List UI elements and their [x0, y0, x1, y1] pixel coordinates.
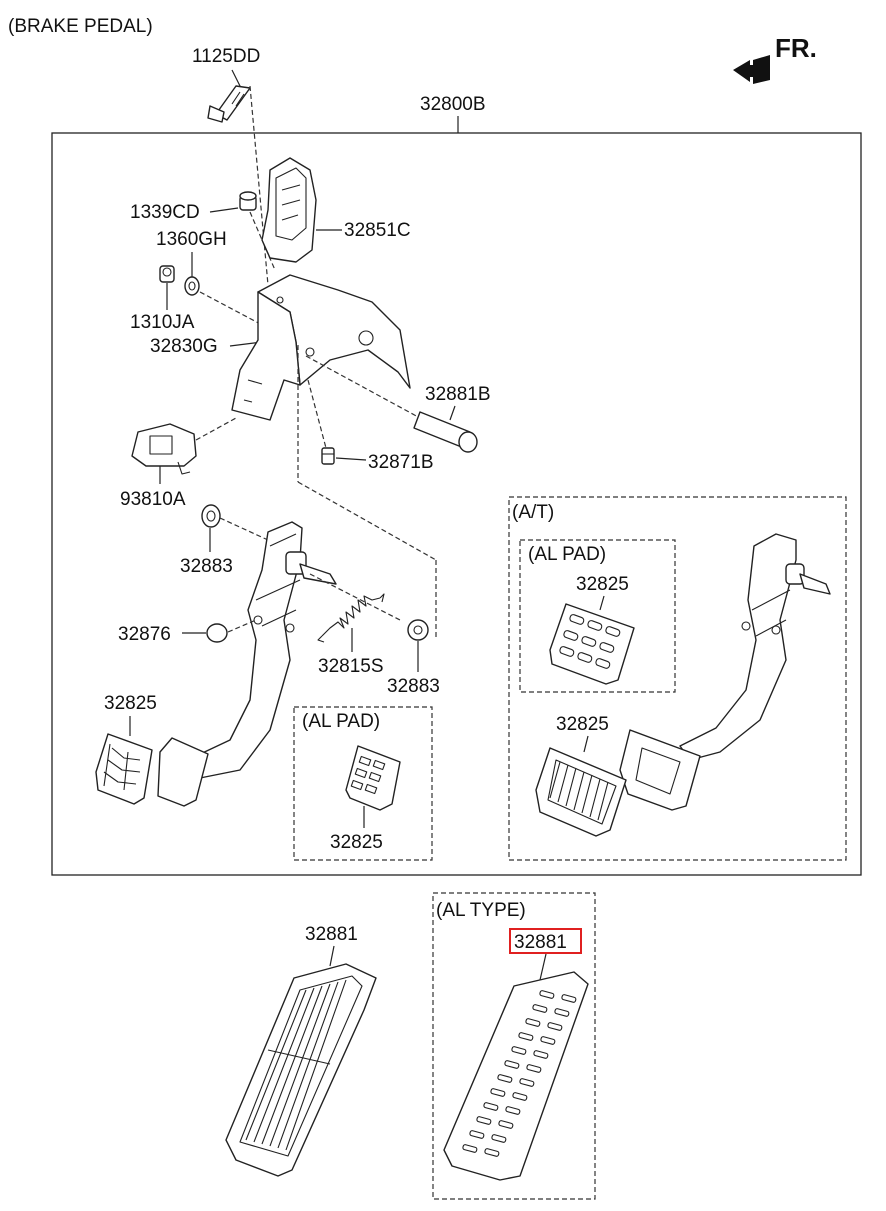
label-1310JA[interactable]: 1310JA	[130, 312, 195, 333]
al-slot	[532, 1004, 548, 1013]
al-slot	[519, 1078, 535, 1087]
al-slot	[504, 1060, 520, 1069]
label-32851C[interactable]: 32851C	[344, 220, 411, 241]
label-32883-top[interactable]: 32883	[180, 556, 233, 577]
al-pad-32825-left-icon	[345, 745, 401, 811]
assembly-frame	[51, 132, 862, 876]
al-slot	[498, 1120, 514, 1129]
bushing-32883-top-icon	[201, 504, 221, 528]
label-32883-right[interactable]: 32883	[387, 676, 440, 697]
al-slot	[533, 1050, 549, 1059]
bushing-32883-right-icon	[407, 619, 429, 641]
washer-1360GH-icon	[184, 276, 200, 296]
label-32881[interactable]: 32881	[305, 924, 358, 945]
accelerator-pad-32881-icon	[225, 963, 377, 1177]
nut-1339CD-icon	[239, 191, 257, 211]
label-32881-al-type[interactable]: 32881	[514, 932, 567, 953]
group-al-type	[432, 892, 596, 1200]
al-slot	[490, 1088, 506, 1097]
stopper-32876-icon	[206, 623, 228, 643]
nut-1310JA-icon	[159, 265, 175, 283]
group-at	[508, 496, 847, 861]
al-slot	[484, 1148, 500, 1157]
pin-32881B-icon	[413, 411, 478, 453]
group-al-pad-at	[519, 539, 676, 693]
diagram-title: (BRAKE PEDAL)	[8, 16, 153, 37]
group-label-al-type: (AL TYPE)	[436, 900, 526, 921]
group-al-pad-left	[293, 706, 433, 861]
label-32825-at[interactable]: 32825	[556, 714, 609, 735]
al-slot-pattern	[462, 990, 577, 1157]
bolt-1125DD-icon	[207, 85, 251, 123]
label-32825-at-al[interactable]: 32825	[576, 574, 629, 595]
label-32815S[interactable]: 32815S	[318, 656, 384, 677]
label-32871B[interactable]: 32871B	[368, 452, 434, 473]
label-93810A[interactable]: 93810A	[120, 489, 186, 510]
al-slot	[512, 1092, 528, 1101]
al-slot	[554, 1008, 570, 1017]
al-slot	[526, 1064, 542, 1073]
brake-pedal-pad-icon	[157, 737, 209, 807]
label-32830G[interactable]: 32830G	[150, 336, 218, 357]
al-slot	[540, 1036, 556, 1045]
label-32876[interactable]: 32876	[118, 624, 171, 645]
bolt-32871B-icon	[321, 447, 335, 465]
switch-93810A-icon	[131, 423, 197, 475]
accelerator-pad-32881-al-icon	[443, 971, 589, 1181]
cover-32851C-icon	[261, 157, 317, 263]
al-slot	[469, 1130, 485, 1139]
al-pad-32825-at-icon	[549, 603, 635, 685]
label-1339CD[interactable]: 1339CD	[130, 202, 200, 223]
label-1360GH[interactable]: 1360GH	[156, 229, 227, 250]
group-label-al-pad-left: (AL PAD)	[302, 711, 380, 732]
label-32800B[interactable]: 32800B	[420, 94, 486, 115]
bracket-32830G-icon	[231, 274, 411, 421]
group-label-at: (A/T)	[512, 502, 554, 523]
label-32825-al-left[interactable]: 32825	[330, 832, 383, 853]
label-32825-left[interactable]: 32825	[104, 693, 157, 714]
label-1125DD[interactable]: 1125DD	[192, 46, 260, 67]
al-slot	[539, 990, 555, 999]
al-slot	[518, 1032, 534, 1041]
brake-pad-32825-at-icon	[535, 747, 627, 837]
al-slot	[511, 1046, 527, 1055]
label-32881B[interactable]: 32881B	[425, 384, 491, 405]
at-pedal-pad-icon	[619, 729, 701, 811]
front-direction-indicator: FR.	[733, 33, 817, 84]
at-pedal-arm-icon	[679, 533, 831, 761]
al-slot	[547, 1022, 563, 1031]
highlight-box-32881	[509, 928, 582, 954]
group-label-al-pad-at: (AL PAD)	[528, 544, 606, 565]
brake-pad-32825-icon	[95, 733, 153, 805]
al-slot	[525, 1018, 541, 1027]
front-direction-label: FR.	[775, 33, 817, 63]
al-slot	[561, 994, 577, 1003]
al-slot	[505, 1106, 521, 1115]
al-slot	[476, 1116, 492, 1125]
al-slot	[483, 1102, 499, 1111]
al-slot	[497, 1074, 513, 1083]
spring-32815S-icon	[317, 593, 385, 643]
al-slot	[491, 1134, 507, 1143]
al-slot	[462, 1144, 478, 1153]
brake-pedal-arm-icon	[195, 521, 337, 779]
